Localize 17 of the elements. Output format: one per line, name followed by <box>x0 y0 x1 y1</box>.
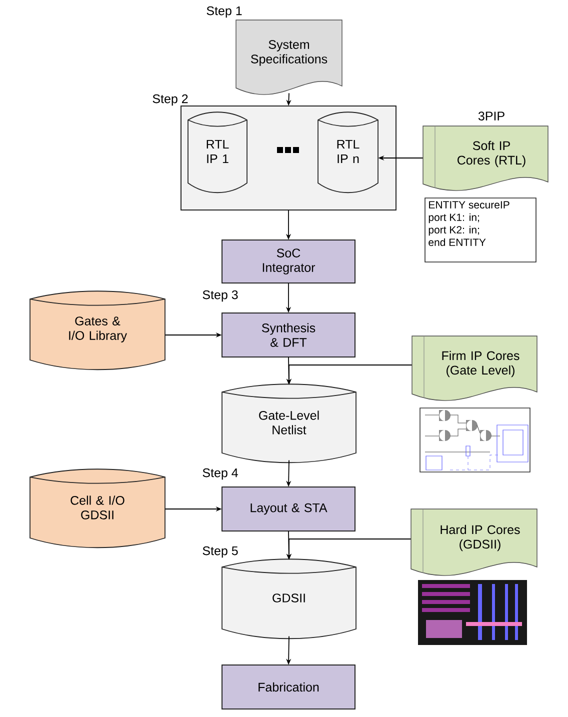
step-label: Step 5 <box>202 546 238 558</box>
database-cylinder: RTL IP 1 <box>188 112 248 194</box>
code-box: ENTITY secureIP port K1: in; port K2: in; end ENTITY <box>424 198 536 262</box>
process-box: Layout & STA <box>222 486 356 532</box>
step-label: Step 2 <box>152 94 188 106</box>
process-box: SoC Integrator <box>222 240 356 284</box>
database-cylinder: Gate-Level Netlist <box>222 384 356 464</box>
database-cylinder: RTL IP n <box>318 112 378 194</box>
process-box: Fabrication <box>222 664 356 710</box>
process-box: Synthesis & DFT <box>222 312 356 358</box>
node-label: 3PIP <box>478 112 504 120</box>
database-cylinder: GDSII <box>222 558 356 640</box>
step-label: Step 3 <box>202 290 238 302</box>
step-label: Step 1 <box>206 6 242 18</box>
step-label: Step 4 <box>202 468 238 480</box>
database-cylinder: Cell & I/O GDSII <box>30 468 166 548</box>
database-cylinder: Gates & I/O Library <box>30 290 166 370</box>
